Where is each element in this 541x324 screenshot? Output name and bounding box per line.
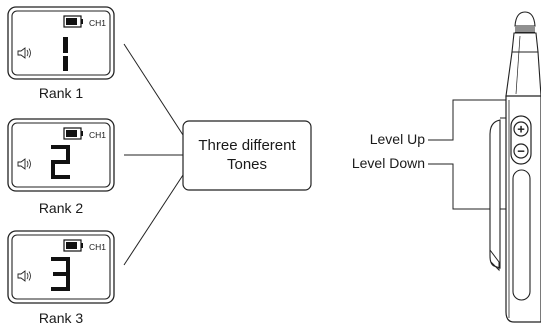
- battery-icon: [63, 239, 83, 252]
- device-slot: [512, 169, 531, 301]
- battery-icon: [63, 127, 83, 140]
- level-down-label: Level Down: [352, 155, 425, 171]
- lcd-digit-1: [63, 37, 68, 71]
- speaker-icon: [17, 47, 31, 59]
- tones-box: Three different Tones: [182, 120, 312, 191]
- channel-label: CH1: [89, 242, 106, 252]
- level-down-button[interactable]: −: [513, 143, 529, 159]
- device-tip: [505, 11, 541, 97]
- speaker-icon: [17, 270, 31, 282]
- device: + −: [489, 11, 541, 323]
- level-up-button[interactable]: +: [513, 121, 529, 137]
- rank-2-screen: CH1 Rank 2: [7, 118, 115, 216]
- rank-3-label: Rank 3: [39, 310, 84, 324]
- level-up-label: Level Up: [370, 131, 425, 147]
- channel-label: CH1: [89, 130, 106, 140]
- battery-icon: [63, 15, 83, 28]
- rank-1-screen: CH1 Rank 1: [7, 6, 115, 101]
- speaker-icon: [17, 158, 31, 170]
- plus-icon: +: [517, 122, 525, 137]
- channel-label: CH1: [89, 18, 106, 28]
- lcd-digit-2: [51, 145, 70, 179]
- connector-line: [123, 174, 184, 266]
- connector-line: [123, 43, 184, 136]
- device-clip: [489, 119, 501, 269]
- tones-box-line-1: Three different: [198, 137, 296, 154]
- tones-box-line-2: Tones: [227, 156, 267, 173]
- rank-3-screen: CH1 Rank 3: [7, 230, 115, 324]
- rank-2-label: Rank 2: [39, 200, 84, 216]
- minus-icon: −: [517, 144, 525, 159]
- connector-lines: [123, 43, 184, 266]
- lcd-digit-3: [51, 257, 70, 291]
- rank-1-label: Rank 1: [39, 85, 84, 101]
